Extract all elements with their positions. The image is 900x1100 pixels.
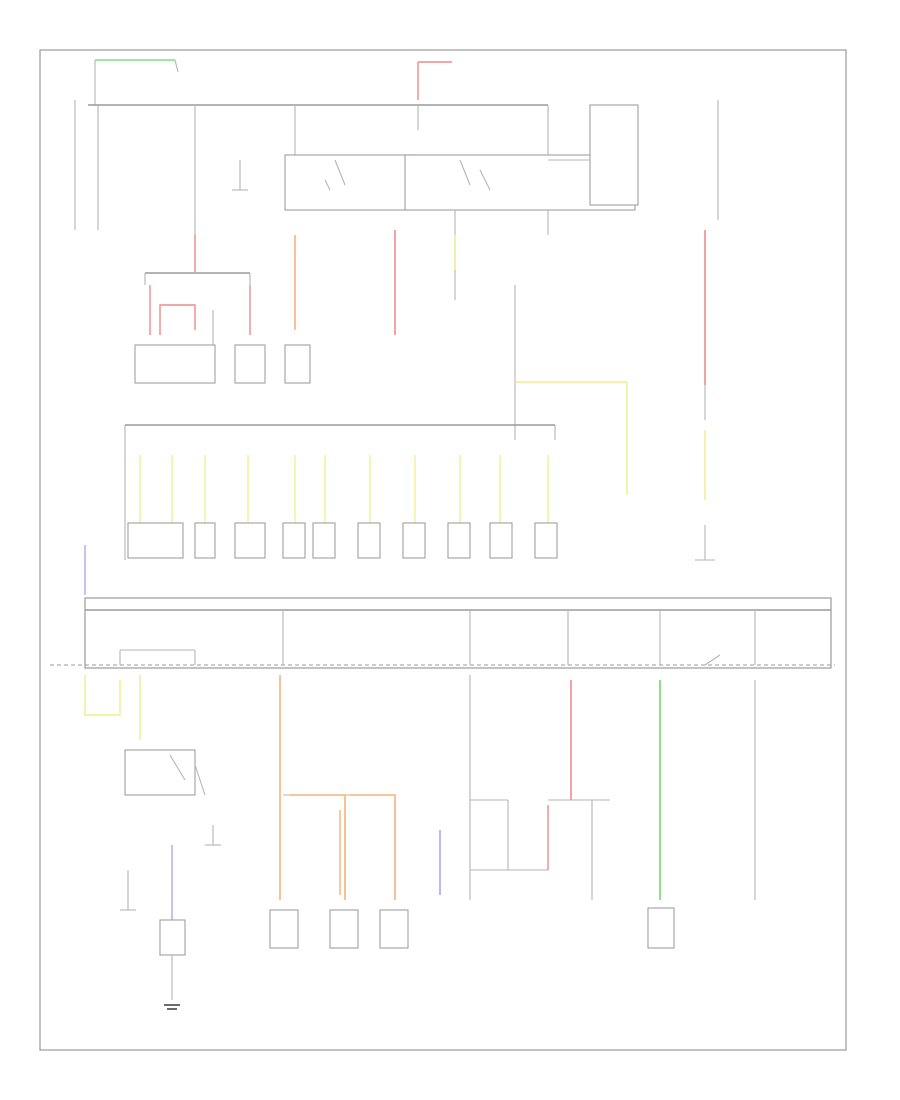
- injector-box-4: [282, 522, 306, 559]
- injector-drops: [139, 455, 549, 525]
- injector-box-2: [194, 522, 216, 559]
- diagram-frame: [39, 49, 847, 1051]
- injector-lower-box-3: [379, 909, 409, 949]
- injector-box-8: [447, 522, 471, 559]
- wire-yellow-lower-left: [84, 675, 121, 716]
- injector-box-3: [234, 522, 266, 559]
- fuel-pump-box: [234, 344, 266, 384]
- injector-box-6: [357, 522, 381, 559]
- lower-right: [439, 654, 756, 949]
- injector-boxes: [127, 522, 558, 559]
- top-section: [74, 59, 639, 335]
- lower-left: [84, 675, 221, 1010]
- left-component-group: [134, 272, 311, 384]
- injector-box-10: [534, 522, 558, 559]
- injector-lower-box-2: [329, 909, 359, 949]
- sensor-box: [159, 919, 186, 956]
- relay-box-1: [284, 154, 416, 211]
- ecm-relay-box: [134, 344, 216, 384]
- right-feed: [695, 100, 719, 561]
- power-relay-box: [647, 907, 675, 949]
- main-relay-box: [589, 104, 639, 206]
- injector-box-9: [489, 522, 513, 559]
- injector-lower-box-1: [269, 909, 299, 949]
- injector-box-7: [402, 522, 426, 559]
- wire-orange-lower-b: [290, 794, 346, 900]
- switch-box: [124, 749, 196, 796]
- wire-red-ecm-b: [159, 304, 196, 335]
- wire-orange-lower-c: [350, 794, 396, 900]
- fan-box: [284, 344, 311, 384]
- middle-bus: [50, 545, 835, 669]
- injector-section: [124, 285, 628, 560]
- lower-orange: [269, 675, 409, 949]
- ground-bus-frame: [84, 597, 832, 669]
- injector-box-1: [127, 522, 184, 559]
- injector-box-5: [312, 522, 336, 559]
